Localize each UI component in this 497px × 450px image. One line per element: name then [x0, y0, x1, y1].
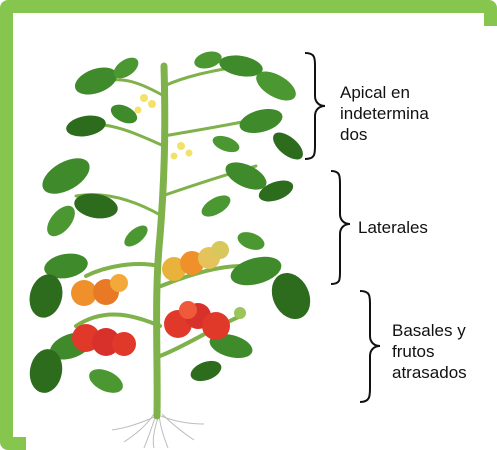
leaf [268, 128, 307, 165]
flower [171, 153, 178, 160]
leaf [192, 49, 223, 72]
brace-apical [305, 53, 325, 159]
tomato [112, 332, 136, 356]
leaf [188, 357, 224, 385]
plant-leaves [26, 49, 317, 398]
leaf [65, 113, 108, 140]
flower [186, 150, 193, 157]
leaf [108, 101, 140, 127]
tomato [234, 307, 246, 319]
leaf [198, 191, 234, 221]
leaf [237, 105, 285, 138]
flower [177, 142, 185, 150]
brace-basales [360, 291, 380, 402]
tomato [202, 312, 230, 340]
leaf [210, 133, 241, 156]
tomato [211, 241, 229, 259]
leaf [42, 201, 80, 241]
diagram-canvas: Apical en indetermina dos Laterales Basa… [26, 26, 497, 450]
leaf [121, 222, 151, 251]
leaf [235, 229, 267, 254]
label-basales: Basales y frutos atrasados [392, 320, 492, 383]
flower [135, 107, 142, 114]
leaf [71, 62, 121, 100]
brace-laterales [331, 171, 350, 284]
tomato [110, 274, 128, 292]
leaf [85, 364, 126, 397]
tomato [179, 301, 197, 319]
flower [140, 94, 148, 102]
flower [148, 100, 156, 108]
label-laterales: Laterales [358, 217, 488, 238]
label-apical: Apical en indetermina dos [340, 82, 490, 145]
